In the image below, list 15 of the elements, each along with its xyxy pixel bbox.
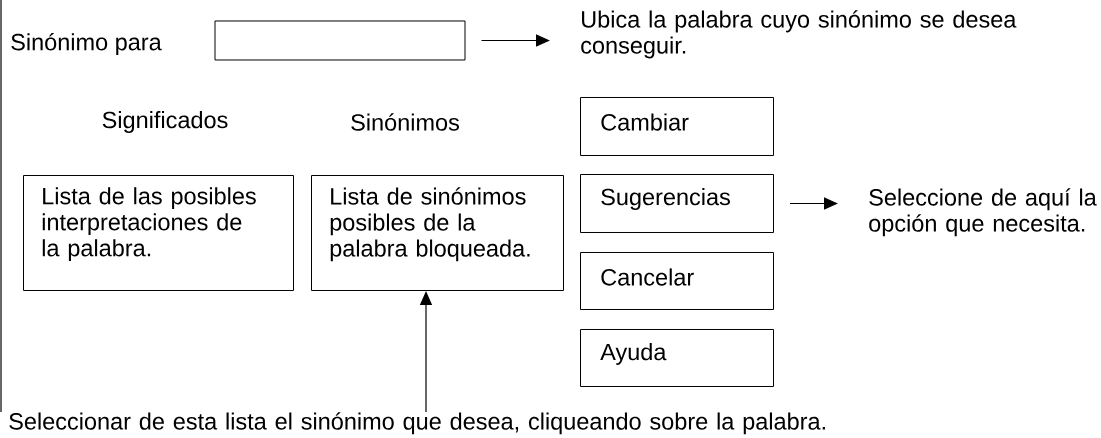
note-text: Seleccionar de esta lista el sinónimo que desea, cliqueando sobre la palabra.	[9, 412, 825, 435]
note-text: Seleccione de aquí la opción que necesita.	[869, 188, 1097, 237]
arrow	[480, 34, 550, 47]
list-box: Lista de sinónimos posibles de la palabra bloqueada.	[311, 175, 564, 291]
note-text: Ubica la palabra cuyo sinónimo se desea conseguir.	[581, 10, 1017, 59]
column-heading: Sinónimos	[351, 113, 459, 131]
input-field	[214, 20, 466, 61]
option-button: Sugerencias	[580, 174, 774, 233]
option-button: Ayuda	[580, 329, 774, 387]
list-box: Lista de las posibles interpretaciones de la palabra.	[23, 175, 294, 291]
column-heading: Significados	[102, 111, 228, 133]
field-label: Sinónimo para	[11, 32, 162, 56]
option-button: Cancelar	[580, 252, 774, 310]
option-button: Cambiar	[580, 97, 774, 156]
arrow	[789, 197, 838, 210]
